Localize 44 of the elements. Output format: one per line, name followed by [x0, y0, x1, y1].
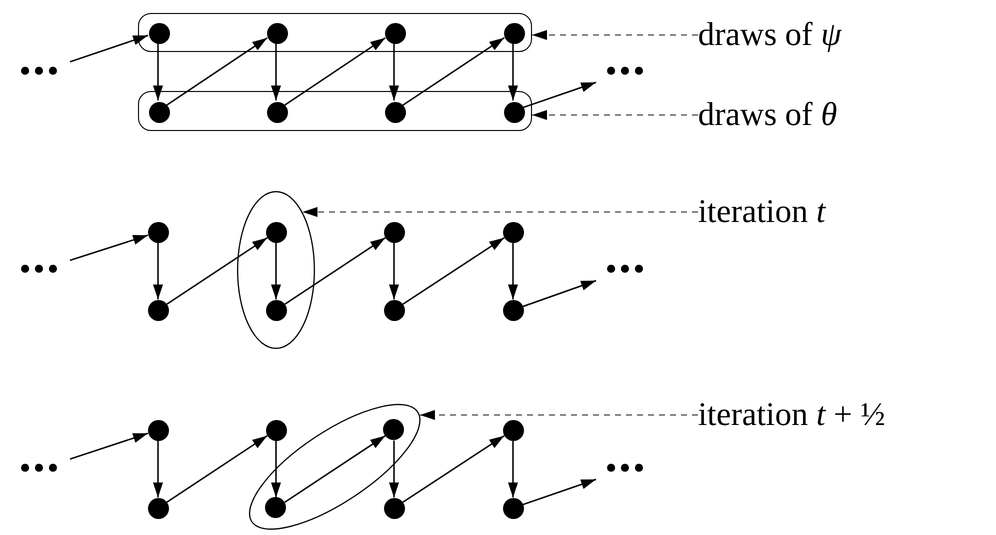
- arrow: [284, 37, 386, 106]
- arrow: [166, 237, 268, 305]
- arrow: [284, 237, 386, 305]
- ellipsis-dots: •••: [596, 257, 656, 283]
- ellipsis-dots: •••: [596, 59, 656, 85]
- leader-arrow: [302, 207, 698, 217]
- arrow: [166, 37, 268, 106]
- arrow: [70, 34, 148, 63]
- arrow: [70, 432, 148, 460]
- arrow: [389, 440, 399, 498]
- arrow: [389, 42, 399, 100]
- arrow: [522, 280, 596, 308]
- arrow: [271, 242, 281, 300]
- arrow: [271, 42, 281, 100]
- arrow: [284, 435, 386, 503]
- arrow: [153, 42, 163, 100]
- arrow: [389, 242, 399, 300]
- ellipsis-dots: •••: [596, 456, 656, 482]
- leader-arrow: [532, 30, 698, 40]
- arrow: [522, 82, 596, 108]
- annotation-text: iteration t + ½: [698, 394, 978, 436]
- leader-arrow: [532, 110, 698, 120]
- arrow: [402, 37, 505, 106]
- annotation-text: iteration t: [698, 191, 978, 233]
- ellipsis-dots: •••: [10, 456, 70, 482]
- arrow: [166, 435, 268, 503]
- ellipsis-dots: •••: [10, 59, 70, 85]
- leader-arrow: [420, 410, 698, 420]
- arrow: [153, 440, 163, 498]
- arrow: [508, 42, 518, 100]
- group-box: [138, 13, 532, 52]
- arrow: [508, 242, 518, 300]
- grouping-ellipse: [237, 191, 315, 349]
- arrow: [522, 478, 596, 506]
- arrow: [271, 440, 281, 498]
- arrow: [153, 242, 163, 300]
- group-box: [138, 91, 532, 131]
- arrow: [508, 440, 518, 498]
- arrow: [402, 237, 505, 305]
- ellipsis-dots: •••: [10, 257, 70, 283]
- annotation-text: draws of θ: [698, 94, 978, 136]
- annotation-text: draws of ψ: [698, 14, 978, 56]
- arrow: [402, 435, 505, 503]
- arrow: [70, 234, 148, 262]
